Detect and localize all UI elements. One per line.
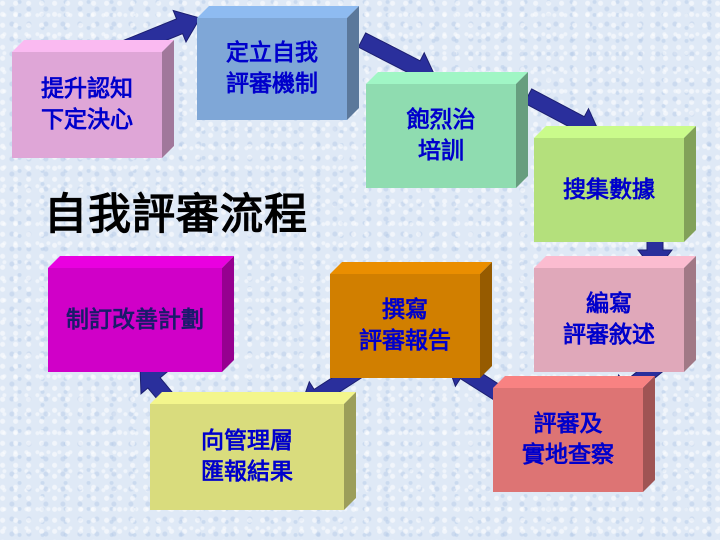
step-label: 編寫 評審敘述 bbox=[534, 268, 684, 372]
step-write-report: 撰寫 評審報告 bbox=[330, 262, 492, 378]
box-side-face bbox=[347, 6, 359, 120]
step-label: 提升認知 下定決心 bbox=[12, 52, 162, 158]
step-label: 搜集數據 bbox=[534, 138, 684, 242]
step-set-self-assessment: 定立自我 評審機制 bbox=[197, 6, 359, 120]
step-write-description: 編寫 評審敘述 bbox=[534, 256, 696, 372]
box-top-face bbox=[534, 126, 696, 138]
box-top-face bbox=[197, 6, 359, 18]
box-top-face bbox=[534, 256, 696, 268]
step-label: 撰寫 評審報告 bbox=[330, 274, 480, 378]
diagram-title: 自我評審流程 bbox=[44, 190, 308, 240]
box-side-face bbox=[643, 376, 655, 492]
box-top-face bbox=[48, 256, 234, 268]
box-top-face bbox=[150, 392, 356, 404]
step-improvement-plan: 制訂改善計劃 bbox=[48, 256, 234, 372]
step-label: 定立自我 評審機制 bbox=[197, 18, 347, 120]
box-side-face bbox=[162, 40, 174, 158]
box-side-face bbox=[684, 256, 696, 372]
box-side-face bbox=[222, 256, 234, 372]
box-side-face bbox=[516, 72, 528, 188]
box-top-face bbox=[330, 262, 492, 274]
step-training: 飽烈治 培訓 bbox=[366, 72, 528, 188]
box-top-face bbox=[366, 72, 528, 84]
step-label: 向管理層 匯報結果 bbox=[150, 404, 344, 510]
box-side-face bbox=[344, 392, 356, 510]
step-label: 制訂改善計劃 bbox=[48, 268, 222, 372]
box-side-face bbox=[684, 126, 696, 242]
box-top-face bbox=[493, 376, 655, 388]
step-report-management: 向管理層 匯報結果 bbox=[150, 392, 356, 510]
step-raise-awareness: 提升認知 下定決心 bbox=[12, 40, 174, 158]
step-label: 飽烈治 培訓 bbox=[366, 84, 516, 188]
box-top-face bbox=[12, 40, 174, 52]
box-side-face bbox=[480, 262, 492, 378]
step-assessment-inspection: 評審及 實地查察 bbox=[493, 376, 655, 492]
step-label: 評審及 實地查察 bbox=[493, 388, 643, 492]
step-collect-data: 搜集數據 bbox=[534, 126, 696, 242]
